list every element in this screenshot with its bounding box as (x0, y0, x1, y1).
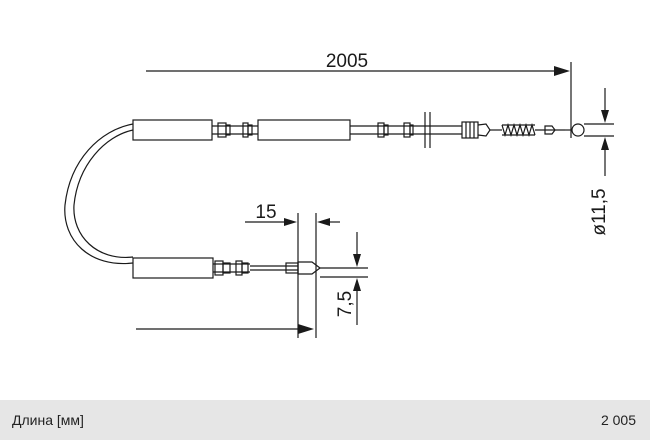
cable-drawing-svg: 2005 (64, 51, 614, 338)
height-dimension: 7,5 (320, 232, 368, 325)
length-dimension: 2005 (146, 51, 572, 138)
offset-value: 15 (255, 202, 276, 223)
spec-value: 2 005 (600, 412, 636, 428)
spec-row: Длина [мм] 2 005 (0, 400, 650, 440)
upper-sleeve-left (132, 119, 213, 141)
offset-dimension: 15 (245, 202, 340, 338)
length-value: 2005 (326, 51, 368, 72)
lower-sleeve (132, 257, 214, 279)
reference-arrow (136, 324, 314, 334)
technical-drawing: 2005 (64, 51, 614, 338)
upper-cable (132, 112, 585, 148)
eyelet (571, 123, 585, 137)
lower-cable (132, 257, 321, 279)
spring (501, 122, 536, 138)
spec-label: Длина [мм] (12, 412, 84, 428)
diameter-value: ø11,5 (589, 188, 610, 235)
diameter-dimension: ø11,5 (584, 88, 614, 236)
height-value: 7,5 (335, 291, 356, 317)
upper-sleeve-right (257, 119, 351, 141)
nipple-end (297, 261, 321, 275)
cable-bend (64, 123, 134, 265)
